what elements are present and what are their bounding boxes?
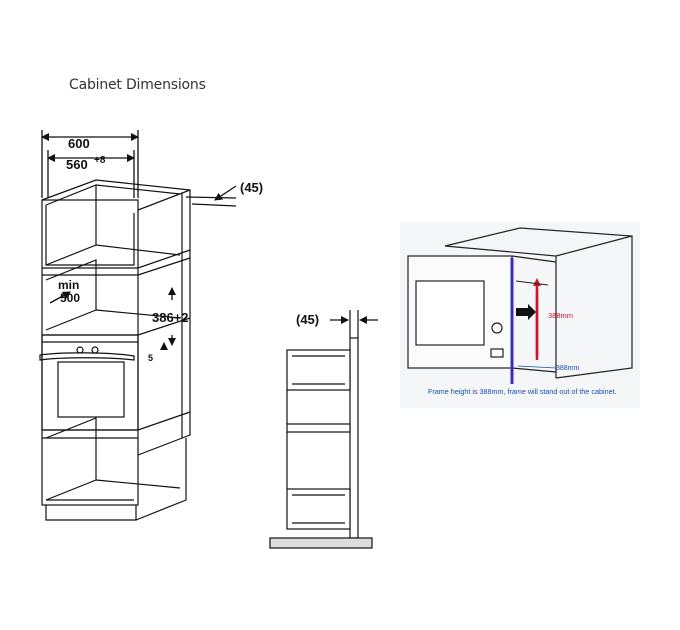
min-value-label: 500 <box>60 291 80 305</box>
microwave-inset: 388mm 388mm Frame height is 388mm, frame… <box>400 222 640 408</box>
page-title: Cabinet Dimensions <box>69 77 206 93</box>
min-label: min <box>58 278 79 292</box>
cabinet-dimension-labels: 600 560 +8 (45) min 500 386+2 5 <box>58 136 263 363</box>
niche-height-label: 386+2 <box>152 310 189 325</box>
push-arrow <box>516 304 536 320</box>
cabinet-dimension-lines <box>41 130 237 350</box>
depth-gap-label: (45) <box>240 180 263 195</box>
side-gap-label: (45) <box>296 312 319 327</box>
frame-height-label: 388mm <box>548 311 573 320</box>
small-gap-label: 5 <box>148 353 153 363</box>
tall-cabinet-drawing <box>39 179 191 521</box>
width-label: 600 <box>68 136 90 151</box>
inner-width-tolerance: +8 <box>94 155 106 166</box>
width-label-inset: 388mm <box>556 365 580 372</box>
inner-width-label: 560 <box>66 157 88 172</box>
side-view-drawing <box>269 310 378 549</box>
inset-caption: Frame height is 388mm, frame will stand … <box>428 387 617 396</box>
